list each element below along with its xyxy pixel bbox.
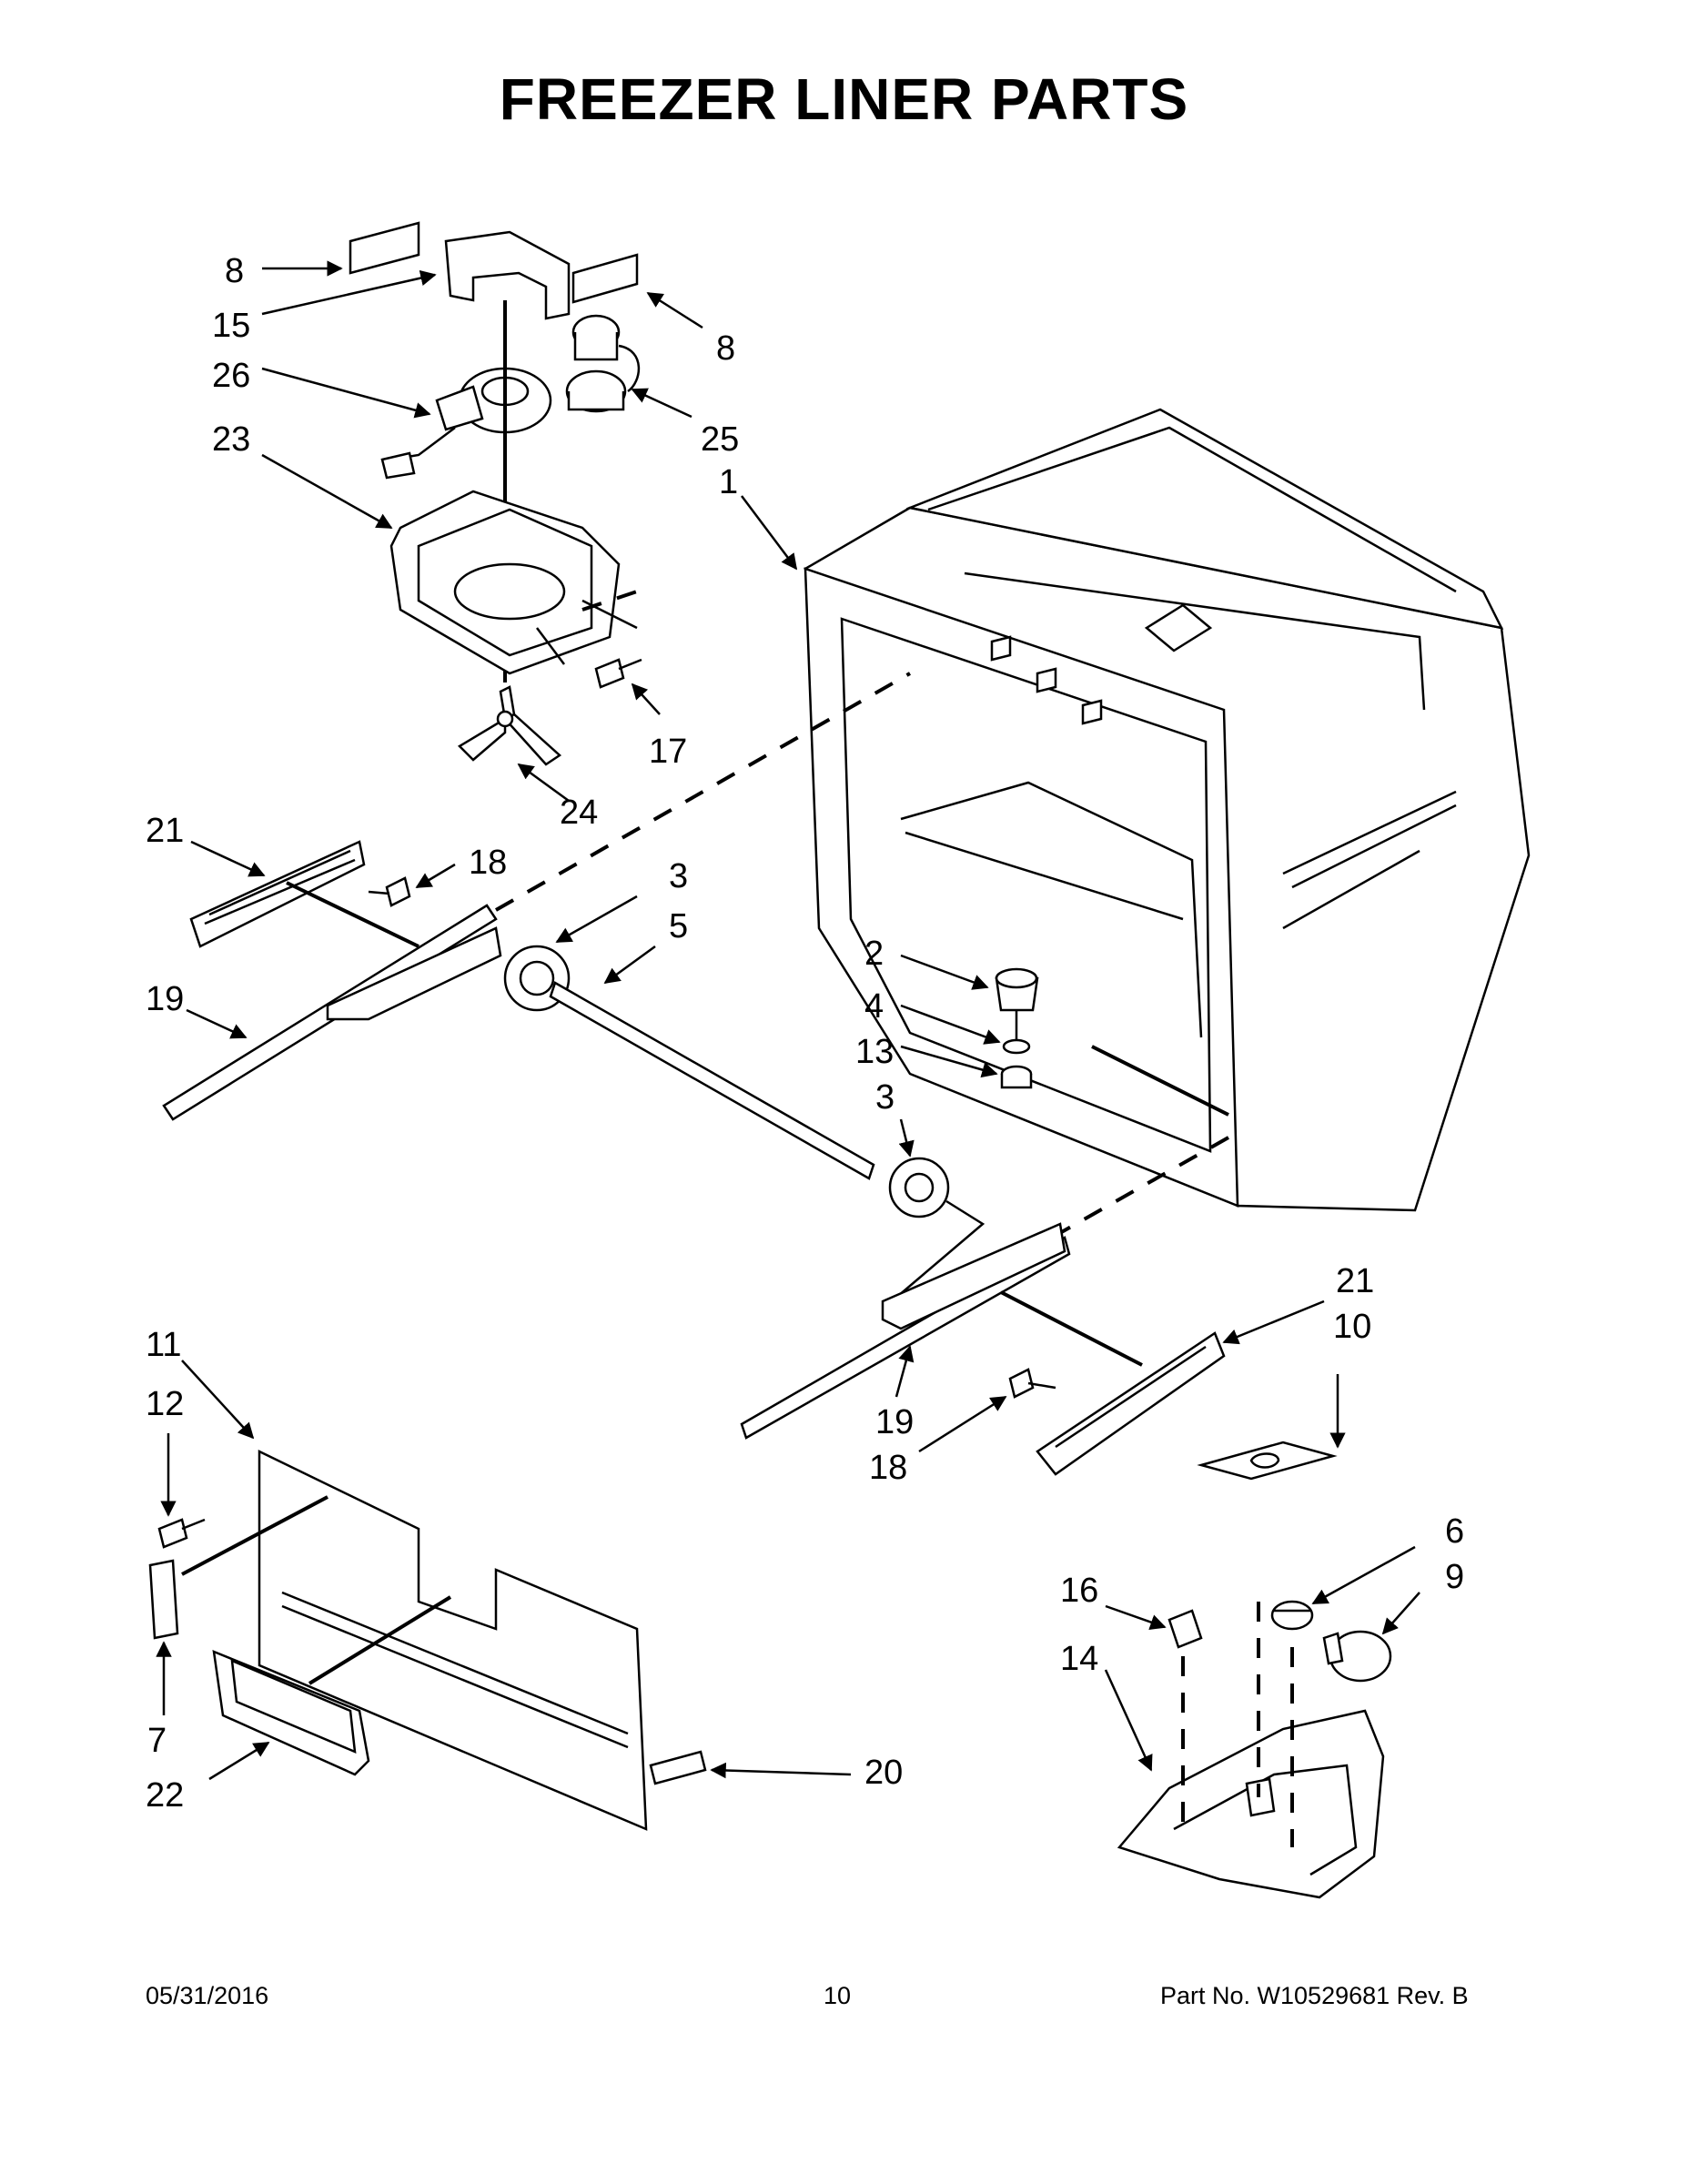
callout-12: 12 bbox=[146, 1385, 184, 1423]
pinion-gear-right bbox=[888, 1157, 986, 1302]
assembly-line-top bbox=[495, 672, 911, 912]
right-rail-bracket bbox=[1000, 1290, 1226, 1476]
light-switch-16 bbox=[1167, 1609, 1203, 1649]
callout-10: 10 bbox=[1333, 1308, 1371, 1346]
callout-19: 19 bbox=[146, 980, 184, 1018]
callout-25: 25 bbox=[701, 420, 739, 459]
toe-grille bbox=[212, 1650, 370, 1776]
callout-8: 8 bbox=[225, 252, 244, 290]
page-title: FREEZER LINER PARTS bbox=[499, 66, 1189, 132]
callout-9: 9 bbox=[1445, 1558, 1464, 1596]
light-housing bbox=[1117, 1709, 1385, 1899]
drawer-stop bbox=[995, 967, 1039, 1046]
callout-24: 24 bbox=[560, 794, 598, 832]
panel-line-b bbox=[308, 1595, 452, 1685]
seal-20 bbox=[649, 1750, 707, 1785]
screw-18-left bbox=[368, 876, 411, 907]
callout-18: 18 bbox=[869, 1449, 907, 1487]
panel-line-a bbox=[181, 1495, 329, 1576]
callout-numbers: 8 15 26 23 8 25 1 17 24 21 18 3 5 19 2 4… bbox=[146, 252, 1464, 1815]
callout-2: 2 bbox=[864, 935, 884, 973]
lamp-socket-6 bbox=[1270, 1600, 1314, 1631]
footer-page-number: 10 bbox=[824, 1982, 852, 2009]
callout-15: 15 bbox=[212, 307, 250, 345]
spacer-13 bbox=[1000, 1065, 1033, 1089]
callout-26: 26 bbox=[212, 357, 250, 395]
callout-23: 23 bbox=[212, 420, 250, 459]
leader-lines bbox=[156, 260, 1420, 1781]
callout-21: 21 bbox=[146, 812, 184, 850]
screw-17 bbox=[594, 658, 642, 689]
callout-8: 8 bbox=[716, 329, 735, 368]
callout-4: 4 bbox=[864, 987, 884, 1026]
fan-housing bbox=[389, 490, 638, 675]
label-pads bbox=[349, 221, 639, 304]
liner-edge-line bbox=[1091, 1045, 1229, 1117]
lower-panel bbox=[258, 1450, 648, 1831]
callout-22: 22 bbox=[146, 1776, 184, 1815]
callout-17: 17 bbox=[649, 733, 687, 771]
left-slide-rail bbox=[162, 881, 502, 1121]
clip-7 bbox=[148, 1559, 179, 1640]
light-bulb-9 bbox=[1322, 1630, 1392, 1683]
screw-18-right bbox=[1008, 1368, 1056, 1399]
callout-3: 3 bbox=[875, 1078, 895, 1117]
callout-21: 21 bbox=[1336, 1262, 1374, 1300]
callout-3: 3 bbox=[669, 857, 688, 895]
damper-motor bbox=[565, 314, 641, 413]
footer-part-number: Part No. W10529681 Rev. B bbox=[1160, 1982, 1469, 2009]
callout-7: 7 bbox=[147, 1722, 167, 1760]
right-slide-rail bbox=[740, 1222, 1071, 1440]
callout-13: 13 bbox=[855, 1033, 894, 1071]
drawer-shaft bbox=[549, 981, 875, 1180]
callout-16: 16 bbox=[1060, 1572, 1098, 1610]
freezer-liner bbox=[804, 408, 1531, 1212]
fan-shroud-bracket bbox=[444, 230, 571, 320]
left-rail-bracket bbox=[189, 840, 366, 948]
callout-5: 5 bbox=[669, 907, 688, 945]
washer-4 bbox=[1002, 1038, 1031, 1055]
callout-20: 20 bbox=[864, 1754, 903, 1792]
footer-date: 05/31/2016 bbox=[146, 1982, 269, 2009]
callout-1: 1 bbox=[719, 463, 738, 501]
callout-18: 18 bbox=[469, 844, 507, 882]
callout-6: 6 bbox=[1445, 1512, 1464, 1551]
instruction-sheet bbox=[1197, 1441, 1338, 1481]
fan-blade bbox=[457, 685, 562, 766]
screw-12 bbox=[157, 1518, 206, 1549]
callout-11: 11 bbox=[146, 1326, 181, 1364]
callout-14: 14 bbox=[1060, 1640, 1098, 1678]
callout-19: 19 bbox=[875, 1403, 914, 1441]
